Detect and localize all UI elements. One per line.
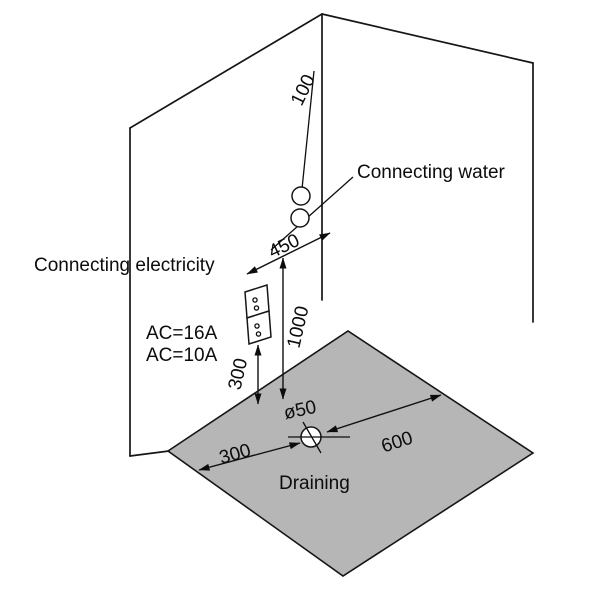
drain-cross-vertical [302, 421, 322, 454]
connecting-electricity-label: Connecting electricity [34, 255, 215, 276]
water-pipe-line [301, 70, 315, 190]
drain: ø50 Draining [279, 397, 350, 494]
dim-floor-600-arrow [326, 394, 442, 433]
right-wall-top-edge [321, 13, 534, 64]
water-outlet-circle-bottom [290, 208, 310, 228]
dim-450-arrow [246, 232, 331, 275]
ac-rating-1-label: AC=16A [146, 323, 218, 344]
outlet-hole [254, 323, 260, 329]
dim-floor-300-arrow [198, 442, 301, 471]
water-outlet-circle-top [291, 186, 311, 206]
outlet-hole [253, 305, 260, 311]
outlet-hole [252, 297, 258, 303]
draining-label: Draining [279, 473, 350, 494]
left-wall-top-edge [129, 13, 323, 129]
ac-rating-2-label: AC=10A [146, 345, 218, 366]
outlet-hole [255, 331, 262, 337]
connecting-water-label: Connecting water [357, 162, 506, 183]
left-wall-bottom-edge [129, 450, 170, 457]
electrical-outlets [244, 283, 272, 346]
